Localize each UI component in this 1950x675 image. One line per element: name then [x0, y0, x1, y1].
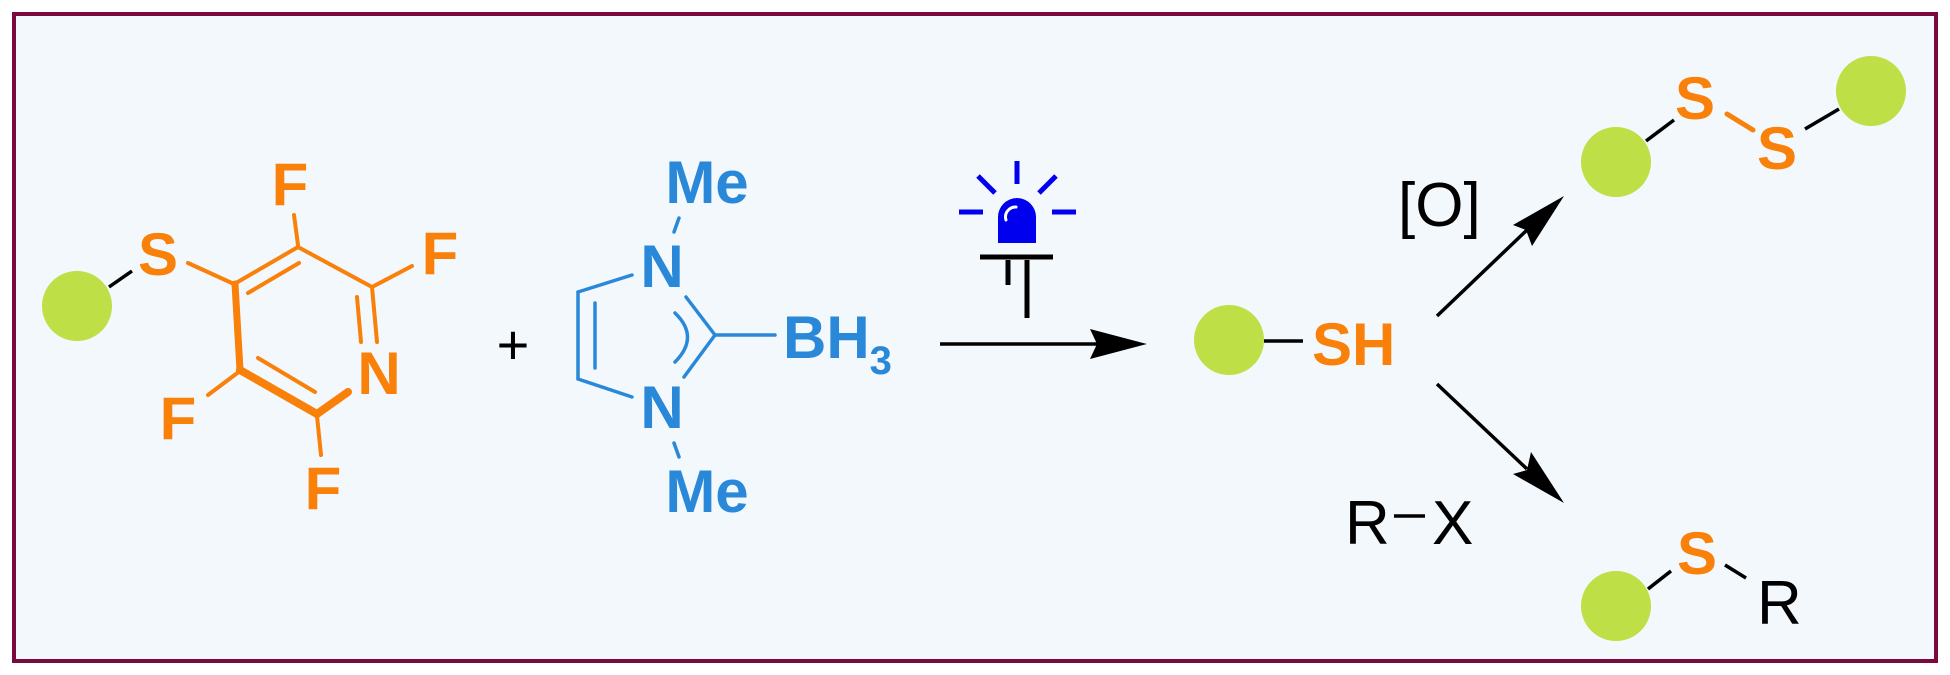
bond: [672, 441, 681, 459]
reactant-pyridyl-sulfide: S N F F F F: [42, 151, 458, 522]
bond: [684, 295, 717, 337]
reaction-arrow: [940, 329, 1147, 359]
nitrogen-label: N: [357, 340, 400, 407]
arrowhead: [1513, 452, 1564, 503]
bond: [246, 261, 301, 295]
methyl-label: Me: [665, 458, 748, 525]
nitrogen-label: N: [640, 374, 683, 441]
plus-sign: +: [497, 313, 530, 376]
substrate-ball: [1581, 127, 1651, 197]
scheme-frame: [12, 12, 1938, 663]
bond: [355, 295, 363, 344]
fluorine-label: F: [272, 151, 309, 218]
bond: [576, 273, 634, 294]
nitrogen-label: N: [640, 233, 683, 300]
fluorine-label: F: [160, 385, 197, 452]
bond: [236, 366, 321, 418]
methyl-label: Me: [665, 149, 748, 216]
bond: [370, 285, 379, 344]
bond: [372, 264, 414, 288]
substrate-ball: [1194, 305, 1264, 375]
bond: [234, 245, 300, 285]
delocalization-arc: [673, 311, 690, 364]
borane-label: BH3: [783, 304, 892, 383]
r-group-label: R: [1757, 569, 1802, 638]
bond: [1646, 569, 1673, 591]
reactant-nhc-borane: Me N BH3 N Me: [576, 149, 892, 525]
bond: [206, 369, 242, 397]
arrowhead: [1513, 196, 1564, 246]
substrate-ball: [1581, 571, 1651, 641]
bond: [292, 213, 300, 247]
bond: [256, 356, 317, 394]
fluorine-label: F: [305, 455, 342, 522]
alkylation-branch: R X S R: [1345, 382, 1802, 641]
bond: [1804, 107, 1840, 131]
substrate-ball: [1836, 56, 1906, 126]
oxidation-branch: [O] S S: [1398, 56, 1906, 318]
bond: [1724, 563, 1747, 580]
oxidant-label: [O]: [1398, 171, 1481, 240]
bond: [296, 245, 374, 289]
substrate-ball: [42, 271, 112, 341]
blue-led-light-icon: [959, 161, 1076, 318]
bond: [313, 388, 352, 418]
bond: [315, 414, 323, 457]
sulfur-label: S: [1677, 520, 1717, 587]
sulfur-label: S: [138, 221, 178, 288]
fluorine-label: F: [422, 220, 459, 287]
bond: [186, 261, 236, 286]
product-thiol: SH: [1194, 305, 1395, 378]
bond: [682, 333, 717, 379]
sulfur-label: S: [1675, 65, 1715, 132]
sulfur-label: S: [1757, 115, 1797, 182]
r-label: R: [1345, 489, 1390, 558]
disulfide-bond: [1724, 111, 1756, 133]
bond: [108, 269, 133, 289]
x-label: X: [1432, 489, 1473, 558]
bond: [1644, 118, 1676, 143]
bond: [672, 216, 681, 234]
thiol-label: SH: [1312, 311, 1395, 378]
bond: [576, 377, 634, 399]
bond: [231, 280, 244, 374]
